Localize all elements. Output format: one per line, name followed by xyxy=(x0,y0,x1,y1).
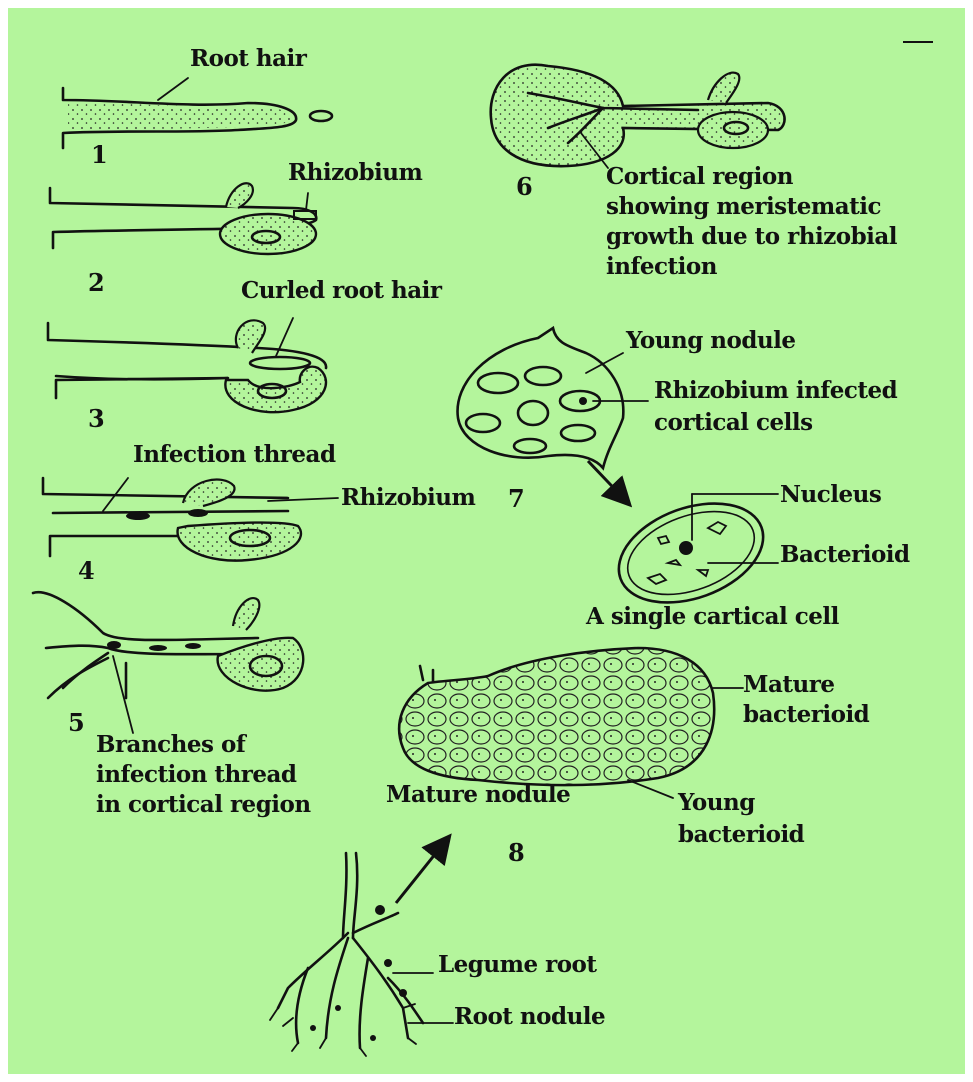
label-infected-line1: Rhizobium infected xyxy=(654,378,897,404)
label-branches-line1: Branches of xyxy=(96,732,245,758)
single-cortical-cell xyxy=(605,485,778,621)
label-mature-bact-line1: Mature xyxy=(743,672,834,698)
label-step-7: 7 xyxy=(508,486,524,512)
diagram-panel: Root hair 1 Rhizobium 2 Curled root hair… xyxy=(8,8,965,1074)
label-infected-line2: cortical cells xyxy=(654,410,813,436)
stage-1-root-hair xyxy=(63,78,332,148)
label-step-5: 5 xyxy=(68,710,84,736)
stage-4-infection-thread xyxy=(43,478,338,561)
label-infection-thread: Infection thread xyxy=(133,442,336,468)
label-branches-line3: in cortical region xyxy=(96,792,311,818)
stage-8-mature-nodule xyxy=(396,648,743,903)
stage-7-young-nodule xyxy=(458,328,648,503)
label-young-nodule: Young nodule xyxy=(626,328,796,354)
label-step-1: 1 xyxy=(91,142,107,168)
stage-6-cortical-growth xyxy=(491,65,785,168)
label-curled-root-hair: Curled root hair xyxy=(241,278,442,304)
label-root-nodule: Root nodule xyxy=(454,1004,605,1030)
label-cortical-line4: infection xyxy=(606,254,717,280)
label-step-8: 8 xyxy=(508,840,524,866)
label-rhizobium-2: Rhizobium xyxy=(288,160,422,186)
label-step-4: 4 xyxy=(78,558,94,584)
label-legume-root: Legume root xyxy=(438,952,597,978)
label-cortical-line1: Cortical region xyxy=(606,164,793,190)
label-root-hair: Root hair xyxy=(190,46,306,72)
label-bacterioid: Bacterioid xyxy=(780,542,910,568)
label-nucleus: Nucleus xyxy=(780,482,881,508)
label-cortical-line2: showing meristematic xyxy=(606,194,881,220)
label-step-2: 2 xyxy=(88,270,104,296)
label-mature-nodule: Mature nodule xyxy=(386,782,570,808)
label-mature-bact-line2: bacterioid xyxy=(743,702,869,728)
label-branches-line2: infection thread xyxy=(96,762,297,788)
label-young-bact-line2: bacterioid xyxy=(678,822,804,848)
label-step-3: 3 xyxy=(88,406,104,432)
label-rhizobium-4: Rhizobium xyxy=(341,485,475,511)
label-single-cell: A single cartical cell xyxy=(586,604,839,630)
label-young-bact-line1: Young xyxy=(678,790,755,816)
label-cortical-line3: growth due to rhizobial xyxy=(606,224,897,250)
stage-2-rhizobium-attach xyxy=(50,183,316,254)
stage-3-curled-hair xyxy=(48,318,326,412)
label-step-6: 6 xyxy=(516,174,532,200)
legume-root-system xyxy=(270,853,453,1056)
